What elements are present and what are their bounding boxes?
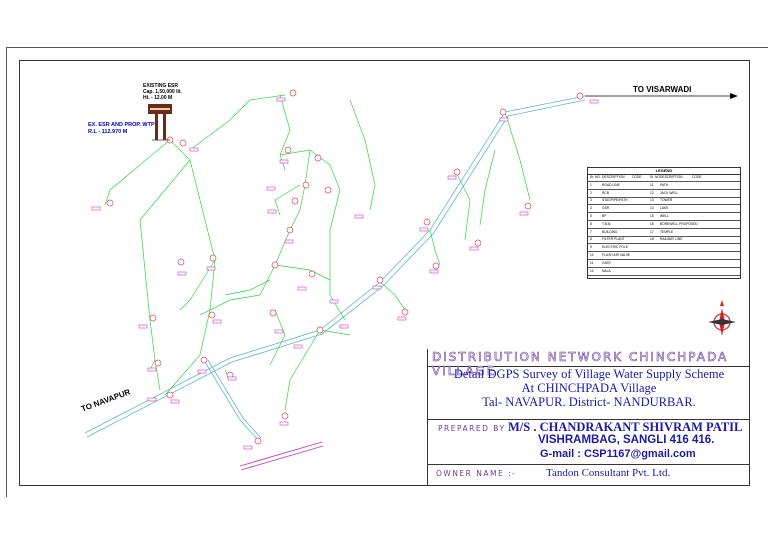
legend-row: 11 GATE <box>588 260 740 268</box>
legend-cell: T.B.M. <box>602 221 612 226</box>
title-heading-row: DISTRIBUTION NETWORK CHINCHPADA VILLAGE <box>428 349 750 378</box>
legend-cell: 7 <box>590 229 592 234</box>
firm-email: G-mail : CSP1167@gmail.com <box>540 448 696 460</box>
legend-row: 8 FILTER PLANT 18 RAILWAY LINE <box>588 236 740 245</box>
legend-cell: 2 <box>590 190 592 195</box>
legend-cell: FILTER PLANT <box>602 237 625 242</box>
legend-row: 1 ROAD LINE 11 PATH <box>588 182 740 190</box>
legend-row: 6 T.B.M. 16 BOREWELL PROPOSED <box>588 221 740 229</box>
project-description: Detail DGPS Survey of Village Water Supp… <box>428 367 750 420</box>
legend-cell: PATH <box>660 182 669 187</box>
owner-row: OWNER NAME :- Tandon Consultant Pvt. Ltd… <box>428 465 750 485</box>
wtp-line2: R.L - 112.970 M <box>88 129 128 135</box>
esr-label: EXISTING ESR Cap. 1,50,000 lit. Ht. - 12… <box>143 83 182 101</box>
legend-cell: ROAD LINE <box>602 182 620 187</box>
title-block: DISTRIBUTION NETWORK CHINCHPADA VILLAGE … <box>427 349 750 485</box>
esr-line3: Ht. - 12.00 M <box>143 95 173 101</box>
legend-cell: CODE <box>692 175 702 179</box>
legend-cell: 18 <box>650 237 654 242</box>
esr-line1: EXISTING ESR <box>143 83 179 89</box>
prepared-by-row: PREPARED BY M/S . CHANDRAKANT SHIVRAM PA… <box>428 420 750 465</box>
legend-cell: 4 <box>590 206 592 211</box>
legend-cell: LAKE <box>660 206 669 211</box>
legend-cell: 12 <box>650 190 654 195</box>
legend-cell: 9 <box>590 245 592 250</box>
node-tags <box>91 97 599 450</box>
legend-title: LEGEND <box>588 168 740 175</box>
firm-name: M/S . CHANDRAKANT SHIVRAM PATIL <box>508 420 743 434</box>
legend-cell: DESCRIPTION <box>660 175 683 179</box>
legend-cell: 8 <box>590 237 592 242</box>
legend-cell: BUILDING <box>602 229 618 234</box>
legend-cell: BP <box>602 214 607 218</box>
legend-cell: Sr. NO. <box>650 175 661 179</box>
legend-cell: ELECTRIC POLE <box>602 245 629 250</box>
owner-name: Tandon Consultant Pvt. Ltd. <box>546 467 671 479</box>
drawing-frame <box>19 60 750 486</box>
project-line1: Detail DGPS Survey of Village Water Supp… <box>453 367 725 381</box>
legend-cell: GATE <box>602 260 611 265</box>
legend-row: 5 BP 15 WELL <box>588 213 740 221</box>
legend-cell: 14 <box>650 206 654 211</box>
legend-row: 2 RCB 12 JACK WELL <box>588 190 740 198</box>
legend-cell: 13 <box>650 198 654 203</box>
legend-row: 3 STAGPIPE/PATH 13 TOWER <box>588 197 740 206</box>
legend-cell: JACK WELL <box>660 190 679 195</box>
esr-line2: Cap. 1,50,000 lit. <box>143 89 182 95</box>
legend-row: 9 ELECTRIC POLE <box>588 244 740 253</box>
water-tower-icon <box>148 104 172 141</box>
legend-cell: BOREWELL PROPOSED <box>660 221 698 226</box>
legend-cell: RCB <box>602 190 609 195</box>
legend-cell: GSR <box>602 206 610 211</box>
legend-cell: 5 <box>590 214 592 218</box>
legend-cell: 17 <box>650 229 654 234</box>
legend-cell: 16 <box>650 221 654 226</box>
legend-row: 12 NALA <box>588 268 740 276</box>
legend-cell: DESCRIPTION <box>602 175 625 179</box>
sheet-outer-border <box>6 47 768 497</box>
arrow-icon <box>730 93 738 99</box>
legend-cell: 1 <box>590 182 592 187</box>
project-line3: Tal- NAVAPUR. District- NANDURBAR. <box>482 395 696 409</box>
legend-row: 7 BUILDING 17 TEMPLE <box>588 229 740 237</box>
legend-cell: STAGPIPE/PATH <box>602 198 628 203</box>
legend-cell: 11 <box>650 182 654 187</box>
legend-cell: FLUSH AIR VALVE <box>602 253 631 257</box>
legend-cell: 10 <box>590 253 594 257</box>
pipeline-nodes <box>106 89 584 445</box>
legend-cell: TEMPLE <box>660 229 674 234</box>
project-line2: At CHINCHPADA Village <box>521 381 657 395</box>
legend-cell: 11 <box>590 260 594 265</box>
wtp-label: EX. ESR AND PROP. WTP R.L - 112.970 M <box>88 122 155 136</box>
to-visarwadi-label: TO VISARWADI <box>633 85 692 94</box>
legend-cell: 12 <box>590 268 594 273</box>
legend-cell: NALA <box>602 268 611 273</box>
legend-cell: WELL <box>660 214 669 218</box>
legend-cell: 3 <box>590 198 592 203</box>
north-arrow-icon <box>708 300 736 336</box>
prepared-by-label: PREPARED BY <box>438 424 506 433</box>
legend-cell: CODE <box>632 175 642 179</box>
legend-cell: RAILWAY LINE <box>660 237 683 242</box>
legend-cell: 15 <box>650 214 654 218</box>
legend-cell: TOWER <box>660 198 673 203</box>
drawing-title: DISTRIBUTION NETWORK CHINCHPADA VILLAGE <box>432 350 729 379</box>
railway-line <box>239 441 324 471</box>
owner-label: OWNER NAME :- <box>436 469 517 478</box>
wtp-line1: EX. ESR AND PROP. WTP <box>88 122 155 128</box>
firm-address: VISHRAMBAG, SANGLI 416 416. <box>538 434 715 446</box>
pipeline-network <box>104 94 531 411</box>
legend-cell: 6 <box>590 221 592 226</box>
legend-row: 4 GSR 14 LAKE <box>588 205 740 214</box>
legend-cell: Sr. NO. <box>590 175 601 179</box>
legend-row: 10 FLUSH AIR VALVE <box>588 252 740 260</box>
